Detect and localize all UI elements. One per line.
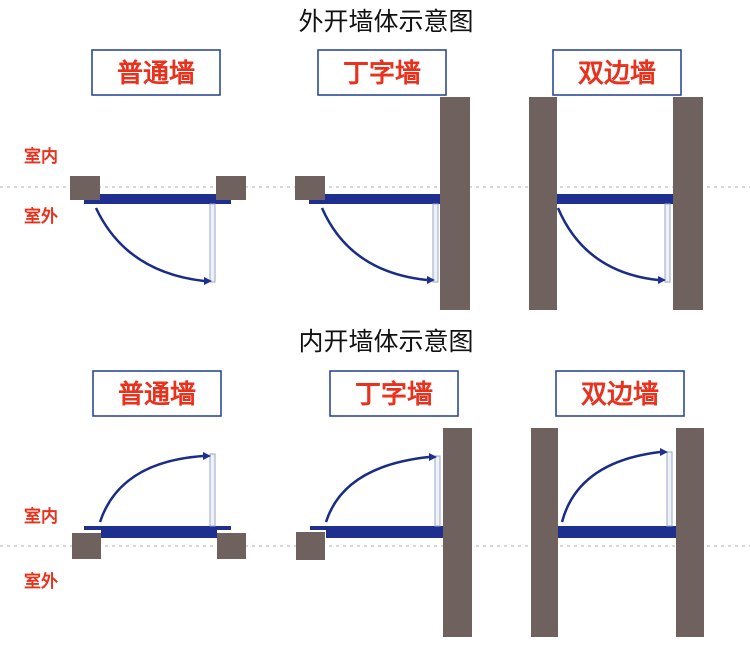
swing-arrow-icon (660, 448, 668, 456)
panel-label: 丁字墙 (343, 58, 421, 89)
indoor-label: 室内 (24, 146, 58, 167)
swing-arrow-icon (204, 277, 212, 285)
inward-opening-section: 内开墙体示意图 室内 室外 普通墙 丁字墙 (0, 327, 750, 637)
door-frame (557, 194, 673, 201)
wall-block-left (296, 532, 325, 560)
outdoor-label: 室外 (24, 206, 58, 227)
panel-label: 双边墙 (578, 59, 656, 89)
door-frame (101, 530, 217, 538)
swing-arc (324, 455, 430, 523)
door-frame (326, 530, 443, 538)
door-leaf (209, 203, 216, 283)
wall-block-right (216, 176, 246, 200)
door-sill (310, 526, 443, 530)
door-leaf (209, 453, 216, 527)
door-frame (325, 194, 440, 201)
door-leaf (664, 203, 671, 283)
panel-label: 普通墙 (118, 379, 196, 410)
door-sill (309, 200, 440, 204)
wall-block-right (217, 533, 246, 559)
door-sill (558, 526, 676, 530)
panel-label-box (552, 49, 682, 96)
door-leaf (432, 203, 439, 283)
door-leaf (666, 451, 673, 527)
panel-label: 双边墙 (581, 380, 659, 410)
section-title: 外开墙体示意图 (298, 7, 473, 36)
door-sill (557, 200, 673, 204)
swing-arc (556, 207, 659, 282)
outward-opening-section: 外开墙体示意图 室内 室外 普通墙 丁字墙 (0, 7, 750, 310)
door-frame (558, 530, 676, 538)
wall-column-right (676, 428, 704, 637)
door-leaf (434, 455, 441, 527)
panel-normal-wall: 普通墙 (70, 49, 246, 285)
wall-column (440, 97, 470, 310)
wall-column-left (531, 428, 558, 637)
swing-arrow-icon (429, 453, 437, 461)
panel-label: 丁字墙 (355, 379, 433, 410)
panel-t-wall: 丁字墙 (295, 49, 470, 310)
door-sill (84, 526, 231, 530)
panel-label-box (91, 49, 221, 96)
swing-arc (98, 454, 204, 523)
door-frame (100, 194, 216, 201)
swing-arrow-icon (427, 276, 435, 284)
panel-t-wall: 丁字墙 (296, 370, 472, 637)
wall-column-left (529, 97, 557, 310)
panel-label-box (329, 370, 459, 417)
section-title: 内开墙体示意图 (298, 327, 473, 356)
panel-label-box (555, 370, 685, 417)
indoor-label: 室内 (24, 506, 58, 527)
wall-block-left (72, 533, 101, 559)
swing-arrow-icon (658, 276, 666, 284)
wall-column (443, 428, 472, 637)
panel-double-wall: 双边墙 (531, 370, 704, 637)
swing-arc (560, 450, 661, 523)
panel-normal-wall: 普通墙 (72, 370, 246, 559)
panel-label-box (92, 370, 222, 417)
swing-arc (94, 207, 205, 283)
panel-label-box (317, 49, 447, 96)
outdoor-label: 室外 (24, 571, 58, 592)
wall-block-left (295, 176, 325, 200)
wall-column-right (673, 97, 703, 310)
swing-arrow-icon (203, 452, 211, 460)
panel-double-wall: 双边墙 (529, 49, 703, 310)
swing-arc (320, 207, 428, 282)
door-sill (84, 200, 231, 204)
panel-label: 普通墙 (117, 58, 195, 89)
wall-block-left (70, 176, 100, 200)
